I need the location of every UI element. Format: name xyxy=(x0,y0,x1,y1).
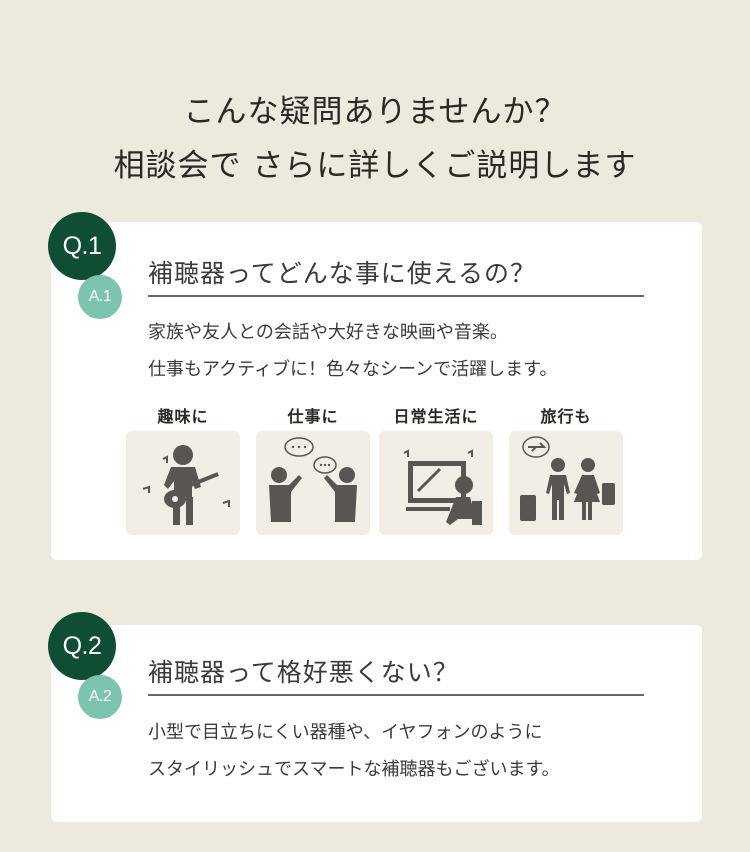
faq-card-2 xyxy=(51,625,702,822)
travel-couple-icon xyxy=(520,436,615,521)
question-title-1: 補聴器ってどんな事に使えるの？ xyxy=(148,259,537,288)
scene-daily-life: 日常生活に xyxy=(379,403,493,535)
question-badge-2: Q.2 xyxy=(48,612,116,680)
headline-line-1: こんな疑問ありませんか？ xyxy=(183,94,567,130)
answer-line: 仕事もアクティブに！色々なシーンで活躍します。 xyxy=(148,359,558,380)
headline-line-2: 相談会で さらに詳しくご説明します xyxy=(113,148,637,184)
answer-line: 小型で目立ちにくい器種や、イヤフォンのように xyxy=(148,722,543,743)
answer-text-2: 小型で目立ちにくい器種や、イヤフォンのように スタイリッシュでスマートな補聴器も… xyxy=(148,714,560,788)
scene-tile xyxy=(509,431,623,535)
divider-2 xyxy=(148,694,644,696)
divider-1 xyxy=(148,295,644,297)
answer-badge-1: A.1 xyxy=(78,275,122,319)
scene-label: 仕事に xyxy=(287,407,339,426)
scene-tile xyxy=(379,431,493,535)
scene-tile xyxy=(126,431,240,535)
scene-travel: 旅行も xyxy=(509,403,623,535)
answer-text-1: 家族や友人との会話や大好きな映画や音楽。 仕事もアクティブに！色々なシーンで活躍… xyxy=(148,314,557,388)
scene-hobby: 趣味に xyxy=(126,403,240,535)
watching-tv-icon xyxy=(403,449,482,525)
answer-line: 家族や友人との会話や大好きな映画や音楽。 xyxy=(148,322,508,343)
guitar-player-icon xyxy=(142,445,230,525)
scene-label: 旅行も xyxy=(540,407,592,426)
business-conversation-icon xyxy=(269,437,357,522)
question-title-2: 補聴器って格好悪くない？ xyxy=(148,658,459,687)
scene-label: 趣味に xyxy=(157,407,209,426)
scene-work: 仕事に xyxy=(256,403,370,535)
scene-label: 日常生活に xyxy=(393,407,479,426)
answer-badge-2: A.2 xyxy=(78,675,122,719)
answer-line: スタイリッシュでスマートな補聴器もございます。 xyxy=(148,759,560,780)
scene-tile xyxy=(256,431,370,535)
question-badge-1: Q.1 xyxy=(48,212,116,280)
